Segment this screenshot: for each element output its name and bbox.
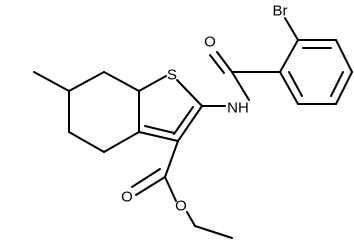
bond-ar3-ar4	[335, 39, 353, 73]
amide-oxygen-label: O	[204, 34, 216, 51]
bond-ch2-ch3	[194, 225, 233, 239]
bond-c2-c3-double	[173, 106, 194, 135]
bond-c7-c6	[68, 71, 105, 92]
bond-ar6-ar1-inner	[288, 71, 303, 97]
bromine-label: Br	[273, 3, 288, 20]
bonds	[33, 17, 353, 239]
bond-c3-ester-c	[164, 140, 179, 178]
bond-ar2-br	[284, 17, 299, 41]
bond-c3-c3a	[138, 131, 179, 142]
bond-c2-c3	[177, 105, 203, 142]
bond-ar6-ar1	[279, 71, 299, 105]
bond-ester-o-ch2	[186, 211, 196, 227]
bond-amide-c-o-a	[216, 51, 233, 73]
thiophene-sulfur-label: S	[167, 67, 177, 84]
bond-ester-c-o-b	[131, 168, 161, 188]
atom-labels: Br O NH S O O	[121, 3, 287, 215]
bond-ar1-ar2	[279, 39, 299, 73]
ester-carbonyl-oxygen-label: O	[121, 189, 133, 206]
bond-ester-c-o-single	[164, 176, 177, 202]
bond-ar4-ar5-inner	[330, 71, 344, 97]
ester-ether-oxygen-label: O	[175, 198, 187, 215]
amide-nitrogen-label: NH	[227, 100, 249, 117]
bond-c6-methyl	[33, 71, 70, 92]
bond-c7a-c7	[103, 71, 140, 92]
bond-c7a-s	[138, 75, 167, 92]
bond-c4-c3a	[103, 131, 140, 153]
bond-ester-c-o-a	[135, 176, 166, 196]
bond-s-c2	[176, 79, 203, 107]
bond-c5-c4	[68, 131, 105, 153]
bond-ar4-ar5	[335, 71, 353, 105]
bond-n-carbonyl	[231, 71, 250, 101]
bond-c3-c3a-double	[144, 125, 175, 134]
bond-amide-c-o-b	[209, 54, 225, 74]
